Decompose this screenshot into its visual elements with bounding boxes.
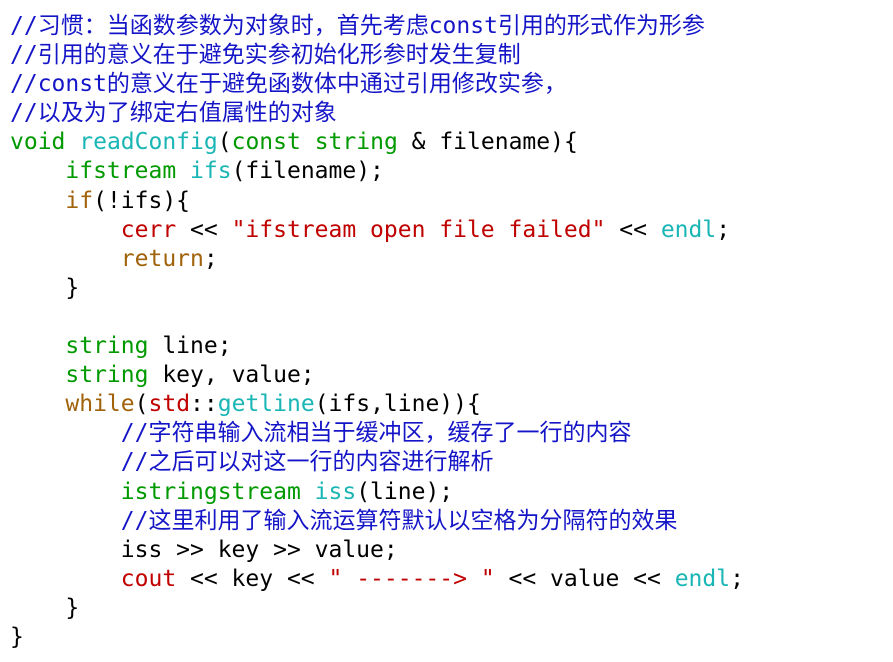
code-line: while(std::getline(ifs,line)){ [10,390,893,419]
code-text [10,420,121,446]
code-text: (ifs,line)){ [314,391,481,418]
code-text: (!ifs){ [93,187,191,214]
code-function-name: iss [314,478,357,505]
code-text [10,566,121,592]
code-line: //以及为了绑定右值属性的对象 [10,99,893,128]
code-line: //之后可以对这一行的内容进行解析 [10,448,893,477]
code-text: line; [148,333,232,360]
code-string-literal: std [148,391,191,418]
code-control-keyword: while [65,391,135,418]
code-text: } [10,274,80,301]
code-comment: //const的意义在于避免函数体中通过引用修改实参， [10,71,567,98]
code-comment: //之后可以对这一行的内容进行解析 [120,449,494,476]
code-line: if(!ifs){ [10,187,893,216]
code-text: } [10,594,80,621]
code-text [301,129,315,155]
code-comment: //以及为了绑定右值属性的对象 [10,100,337,127]
code-string-literal: " -------> " [328,565,495,592]
code-function-name: ifs [190,158,232,185]
code-comment: //字符串输入流相当于缓冲区，缓存了一行的内容 [120,420,632,447]
code-line: cout << key << " -------> " << value << … [10,565,893,594]
code-text: ( [134,391,149,418]
code-text: ; [716,216,731,243]
code-line: ifstream ifs(filename); [10,157,893,186]
code-line: string key, value; [10,361,893,390]
code-line: //习惯：当函数参数为对象时，首先考虑const引用的形式作为形参 [10,12,893,41]
code-function-name: endl [660,216,717,243]
code-function-name: endl [674,565,731,592]
code-text [10,479,121,505]
code-line: } [10,594,893,623]
code-block: //习惯：当函数参数为对象时，首先考虑const引用的形式作为形参 //引用的意义… [10,12,893,652]
code-line: iss >> key >> value; [10,536,893,565]
code-text [10,362,65,388]
code-line: void readConfig(const string & filename)… [10,128,893,157]
code-line: //这里利用了输入流运算符默认以空格为分隔符的效果 [10,507,893,536]
code-text [10,508,121,534]
code-text: << value << [494,565,675,592]
code-text [10,246,121,272]
code-line: string line; [10,332,893,361]
code-text: :: [190,391,218,418]
code-text [10,449,121,475]
code-line: } [10,623,893,652]
code-string-literal: cerr [120,216,177,243]
code-text: ( [217,129,232,156]
code-keyword: ifstream [65,158,177,185]
code-keyword: string [65,333,149,360]
code-comment: //习惯：当函数参数为对象时，首先考虑const引用的形式作为形参 [10,13,705,39]
code-function-name: readConfig [79,129,218,156]
code-control-keyword: if [65,187,94,214]
code-keyword: string [65,362,149,389]
code-keyword: void [10,129,66,156]
code-text [10,391,65,417]
code-comment: //引用的意义在于避免实参初始化形参时发生复制 [10,42,521,69]
code-text [176,158,190,184]
code-string-literal: cout [120,565,177,592]
code-text: << [176,216,232,243]
code-text: (line); [356,478,454,505]
code-text [10,217,121,243]
code-line: istringstream iss(line); [10,478,893,507]
code-comment: //这里利用了输入流运算符默认以空格为分隔符的效果 [120,507,678,534]
code-keyword: const [231,129,301,156]
code-control-keyword: return [120,245,204,272]
code-line: return; [10,245,893,274]
code-text [301,479,315,505]
code-text: & filename){ [397,129,578,156]
code-text: ; [730,565,744,592]
code-line: //const的意义在于避免函数体中通过引用修改实参， [10,70,893,99]
code-line: } [10,274,893,303]
code-text: ; [203,245,218,272]
code-text: << key << [176,565,329,592]
code-text [10,158,65,184]
code-text: << [605,216,661,243]
code-text: (filename); [231,158,384,185]
code-text [10,188,65,214]
code-function-name: getline [217,391,315,418]
code-line: //字符串输入流相当于缓冲区，缓存了一行的内容 [10,419,893,448]
code-text: key, value; [148,362,315,389]
code-line [10,303,893,332]
code-string-literal: "ifstream open file failed" [231,216,606,243]
code-text: } [10,623,24,650]
code-text: iss >> key >> value; [10,536,398,563]
code-line: cerr << "ifstream open file failed" << e… [10,216,893,245]
code-text [65,129,79,155]
code-text [10,333,65,359]
code-keyword: istringstream [120,478,301,505]
code-keyword: string [314,129,398,156]
code-line: //引用的意义在于避免实参初始化形参时发生复制 [10,41,893,70]
